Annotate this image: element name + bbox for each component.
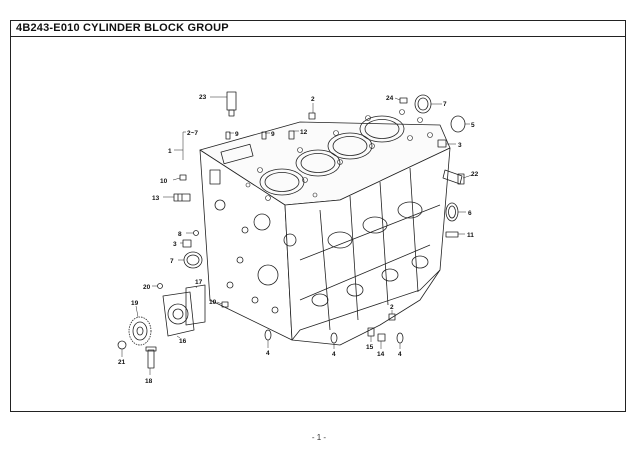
callout-21: 21 — [118, 359, 126, 366]
part-13-stud — [173, 193, 191, 202]
part-23-sensor — [226, 91, 237, 117]
callout-labels: 23 2 24 7 5 3 22 2~7 1 9 9 12 10 13 6 8 … — [118, 94, 479, 385]
callout-8: 8 — [178, 231, 182, 238]
callout-4-b: 4 — [332, 351, 336, 358]
callout-2-b: 2 — [390, 304, 394, 311]
title-bar: 4B243-E010 CYLINDER BLOCK GROUP — [11, 21, 625, 37]
callout-1: 1 — [168, 148, 172, 155]
part-8-pin — [193, 230, 199, 236]
callout-4-c: 4 — [398, 351, 402, 358]
part-9-pin — [225, 131, 231, 140]
part-16-oil-pump — [162, 291, 195, 337]
callout-2: 2 — [311, 96, 315, 103]
callout-22: 22 — [471, 171, 479, 178]
page-title: 4B243-E010 CYLINDER BLOCK GROUP — [16, 22, 229, 34]
callout-16: 16 — [179, 338, 187, 345]
callout-3: 3 — [458, 142, 462, 149]
part-12-dowel — [288, 130, 295, 140]
cylinder-bore-1 — [259, 168, 305, 196]
callout-5: 5 — [471, 122, 475, 129]
part-4-plug — [264, 329, 272, 341]
callout-17: 17 — [195, 279, 203, 286]
part-3-plug — [437, 139, 447, 148]
callout-12: 12 — [300, 129, 308, 136]
page-number: - 1 - — [311, 433, 327, 442]
cylinder-bore-2 — [295, 149, 341, 177]
part-2-plug — [308, 112, 316, 120]
callout-9-b: 9 — [271, 131, 275, 138]
part-19-gear — [128, 316, 152, 346]
callout-10-b: 10 — [209, 299, 217, 306]
part-10-plug — [179, 174, 187, 181]
callout-4: 4 — [266, 350, 270, 357]
part-22-sender — [442, 169, 465, 185]
part-20-bolt — [157, 283, 163, 289]
callout-14: 14 — [377, 351, 385, 358]
part-10-plug-lower — [221, 301, 229, 308]
part-18-bolt — [145, 346, 157, 369]
callout-20: 20 — [143, 284, 151, 291]
callout-7: 7 — [443, 101, 447, 108]
diagram-frame: 4B243-E010 CYLINDER BLOCK GROUP — [10, 20, 626, 412]
part-17-gasket — [185, 284, 206, 326]
callout-11: 11 — [467, 232, 474, 239]
callout-10: 10 — [160, 178, 168, 185]
part-11-pin — [445, 231, 459, 238]
cylinder-bore-4 — [359, 115, 405, 143]
callout-7-b: 7 — [170, 258, 174, 265]
callout-23: 23 — [199, 94, 207, 101]
callout-24: 24 — [386, 95, 394, 102]
callout-18: 18 — [145, 378, 153, 385]
part-21-nut — [117, 340, 127, 350]
callout-2-7: 2~7 — [187, 130, 198, 137]
callout-15: 15 — [366, 344, 374, 351]
part-5-ring — [450, 115, 466, 133]
part-3-plug-left — [182, 239, 192, 248]
cylinder-bore-3 — [327, 132, 373, 160]
part-14-plug — [377, 333, 386, 342]
callout-3-b: 3 — [173, 241, 177, 248]
callout-9: 9 — [235, 131, 239, 138]
part-24-plug — [399, 97, 408, 104]
callout-6: 6 — [468, 210, 472, 217]
callout-19: 19 — [131, 300, 139, 307]
callout-13: 13 — [152, 195, 160, 202]
